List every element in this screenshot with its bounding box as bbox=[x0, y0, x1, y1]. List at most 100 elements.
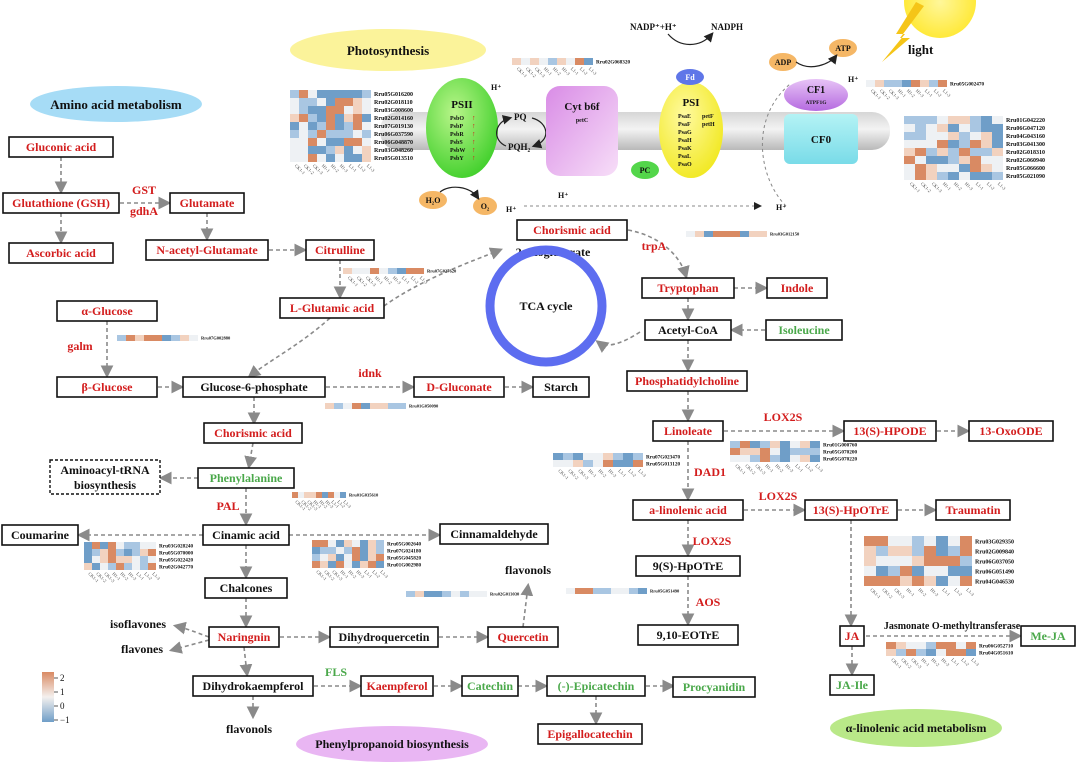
heatmap-cell bbox=[415, 591, 424, 597]
heatmap-cell bbox=[593, 460, 603, 467]
enzyme-aos: AOS bbox=[696, 595, 721, 609]
heatmap-idnk: Rru01G050090 bbox=[325, 403, 439, 409]
node-alinolenic: a-linolenic acid bbox=[632, 499, 744, 521]
heatmap-cell bbox=[959, 156, 970, 164]
heatmap-cell bbox=[148, 549, 156, 556]
heatmap-gene-label: Rru06G037050 bbox=[975, 560, 1014, 566]
heatmap-cell bbox=[352, 540, 360, 547]
pathway-arrow bbox=[168, 639, 210, 654]
heatmap-cell bbox=[740, 441, 750, 448]
heatmap-cell bbox=[620, 588, 629, 594]
label-flavonols_bottom: flavonols bbox=[226, 722, 272, 736]
heatmap-cell bbox=[352, 547, 360, 554]
heatmap-cell bbox=[317, 130, 326, 138]
heatmap-cell bbox=[886, 642, 896, 649]
heatmap-cell bbox=[299, 98, 308, 106]
psii-label: PSII bbox=[451, 99, 472, 111]
heatmap-cell bbox=[937, 124, 948, 132]
legend-tick-label: −1 bbox=[60, 715, 70, 725]
heatmap-cell bbox=[328, 554, 336, 561]
heatmap-gene-label: Rru03G048260 bbox=[374, 148, 413, 154]
heatmap-cell bbox=[312, 561, 320, 568]
cytb6f-complex bbox=[546, 86, 618, 176]
heatmap-sample-label: H1-3 bbox=[784, 463, 795, 474]
enzyme-pal: PAL bbox=[216, 499, 239, 513]
node-box bbox=[1020, 625, 1076, 647]
heatmap-cell bbox=[361, 403, 370, 409]
heatmap-cell bbox=[893, 80, 902, 87]
heatmap-cell bbox=[584, 58, 593, 65]
heatmap-cell bbox=[936, 556, 948, 566]
heatmap-cell bbox=[370, 403, 379, 409]
heatmap-cell bbox=[920, 80, 929, 87]
heatmap-cell bbox=[344, 122, 353, 130]
heatmap-gene-label: Rru01G035610 bbox=[349, 493, 379, 498]
heatmap-cell bbox=[140, 556, 148, 563]
node-box bbox=[49, 459, 161, 495]
heatmap-gene-label: Rru07G024180 bbox=[387, 548, 422, 554]
enzyme-lox2s_b: LOX2S bbox=[759, 489, 798, 503]
heatmap-sample-label: CK1-2 bbox=[881, 587, 893, 599]
heatmap-gene-label: Rru02G013030 bbox=[490, 592, 520, 597]
heatmap-cell bbox=[299, 90, 308, 98]
heatmap-sample-label: H1-3 bbox=[929, 587, 940, 598]
node-label: Glucose-6-phosphate bbox=[200, 380, 308, 394]
heatmap-cell bbox=[730, 455, 740, 462]
region-linolenic: α-linolenic acid metabolism bbox=[846, 721, 987, 735]
node-procyanidin: Procyanidin bbox=[672, 676, 756, 698]
heatmap-sample-label: H1-1 bbox=[897, 88, 907, 98]
h2o-label: H₂O bbox=[426, 196, 441, 205]
heatmap-cell bbox=[884, 80, 893, 87]
heatmap-cell bbox=[353, 138, 362, 146]
heatmap-cell bbox=[970, 116, 981, 124]
heatmap-cell bbox=[750, 441, 760, 448]
heatmap-cell bbox=[326, 138, 335, 146]
node-box bbox=[829, 674, 875, 696]
heatmap-cell bbox=[360, 561, 368, 568]
heatmap-cell bbox=[948, 566, 960, 576]
heatmap-cell bbox=[992, 140, 1003, 148]
heatmap-cell bbox=[299, 122, 308, 130]
node-label: Dihydrokaempferol bbox=[203, 679, 305, 693]
adp-label: ADP bbox=[775, 58, 792, 67]
heatmap-sample-label: H1-2 bbox=[597, 468, 607, 478]
node-box bbox=[202, 524, 290, 546]
heatmap-gene-label: Rru05G045820 bbox=[387, 555, 422, 561]
heatmap-cell bbox=[360, 540, 368, 547]
heatmap-sample-label: L1-2 bbox=[336, 499, 346, 509]
heatmap-cell bbox=[376, 540, 384, 547]
heatmap-cell bbox=[124, 556, 132, 563]
heatmap-cell bbox=[344, 554, 352, 561]
heatmap-cell bbox=[936, 649, 946, 656]
heatmap-cell bbox=[328, 540, 336, 547]
node-box bbox=[637, 624, 739, 646]
up-arrow-icon: ↑ bbox=[472, 114, 476, 122]
heatmap-cell bbox=[936, 566, 948, 576]
heatmap-cell bbox=[362, 138, 371, 146]
heatmap-sample-label: H1-1 bbox=[374, 275, 384, 285]
heatmap-cell bbox=[900, 566, 912, 576]
pathway-arrow bbox=[172, 621, 210, 638]
heatmap-cell bbox=[460, 591, 469, 597]
heatmap-sample-label: L1-1 bbox=[401, 275, 411, 285]
heatmap-cell bbox=[937, 156, 948, 164]
heatmap-cell bbox=[353, 98, 362, 106]
node-box bbox=[626, 370, 748, 392]
heatmap-sample-label: L1-2 bbox=[933, 88, 943, 98]
heatmap-cell bbox=[344, 130, 353, 138]
heatmap-gene-label: Rru01G050090 bbox=[409, 404, 439, 409]
heatmap-cell bbox=[915, 116, 926, 124]
heatmap-cell bbox=[904, 116, 915, 124]
heatmap-cell bbox=[539, 58, 548, 65]
heatmap-cell bbox=[926, 116, 937, 124]
heatmap-cell bbox=[362, 114, 371, 122]
node-tryptophan: Tryptophan bbox=[641, 277, 735, 299]
heatmap-cell bbox=[326, 106, 335, 114]
heatmap-cell bbox=[959, 164, 970, 172]
node-gsh: Glutathione (GSH) bbox=[2, 192, 120, 214]
up-arrow-icon: ↑ bbox=[472, 154, 476, 162]
psi-gene: PsaL bbox=[678, 154, 691, 160]
heatmap-cell bbox=[866, 80, 875, 87]
heatmap-sample-label: L1-3 bbox=[588, 66, 598, 76]
heatmap-cell bbox=[108, 542, 116, 549]
